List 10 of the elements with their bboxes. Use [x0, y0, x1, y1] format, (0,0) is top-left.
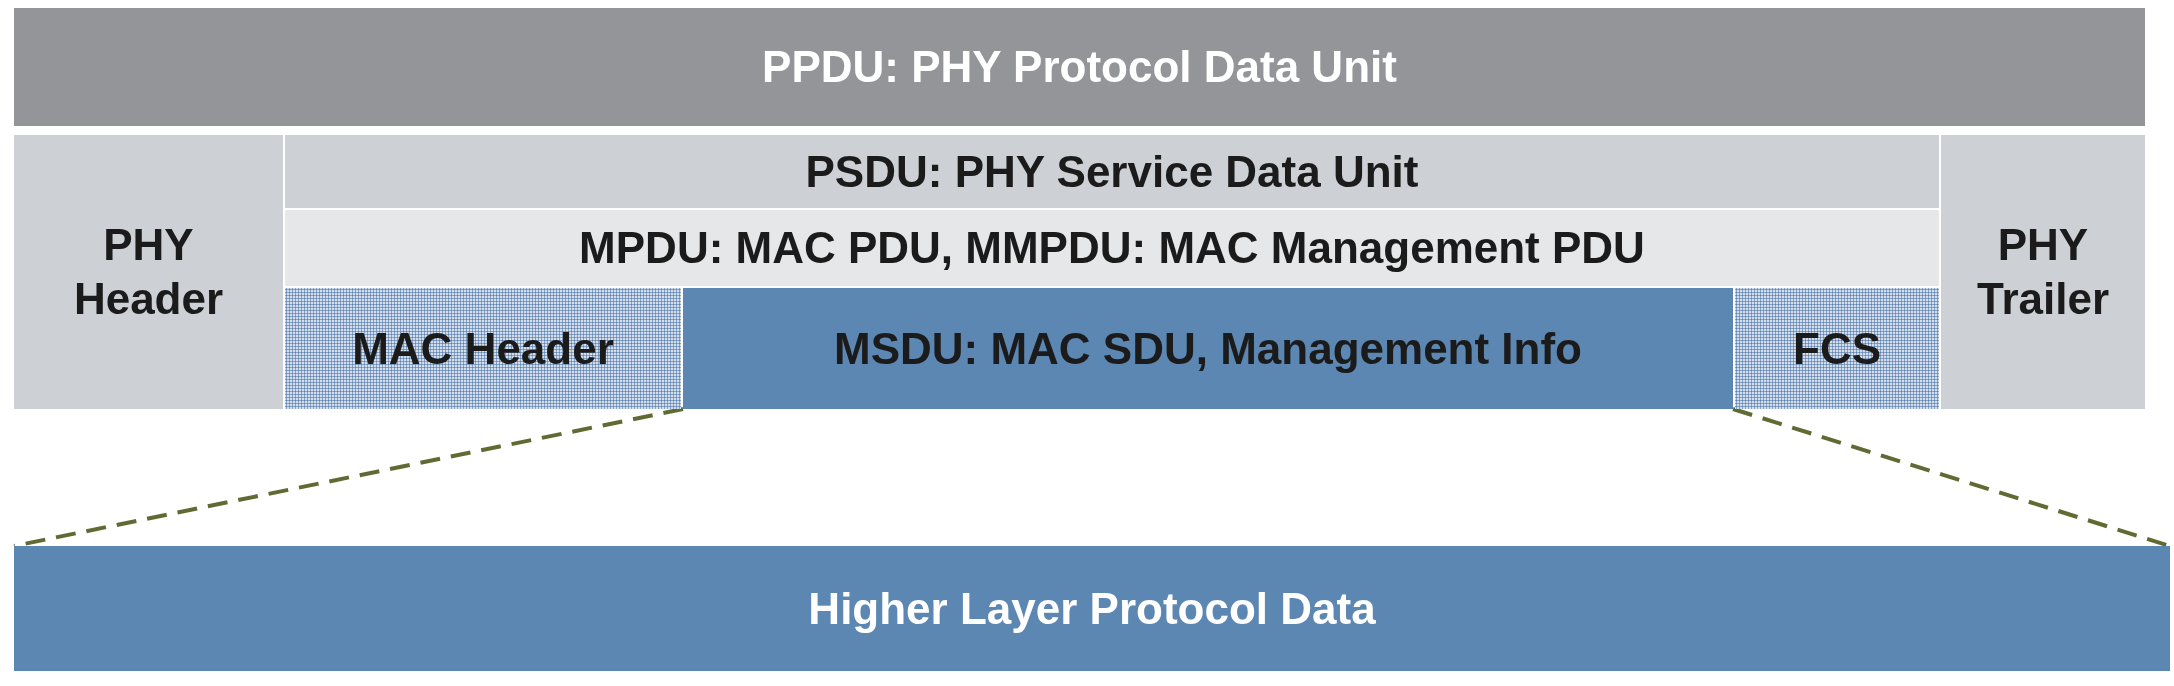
frame-band: PPDU: PHY Protocol Data Unit	[14, 8, 2145, 126]
header-segment: MAC Header	[285, 288, 681, 409]
payload-segment: MSDU: MAC SDU, Management Info	[683, 288, 1733, 409]
expansion-line	[13, 407, 684, 548]
payload-band: PSDU: PHY Service Data Unit	[285, 135, 1939, 208]
trailer-segment: PHY Trailer	[1941, 135, 2145, 409]
frame-band: MPDU: MAC PDU, MMPDU: MAC Management PDU	[285, 210, 1939, 286]
data-band: Higher Layer Protocol Data	[14, 546, 2170, 671]
header-segment: PHY Header	[14, 135, 283, 409]
checksum-segment: FCS	[1735, 288, 1939, 409]
